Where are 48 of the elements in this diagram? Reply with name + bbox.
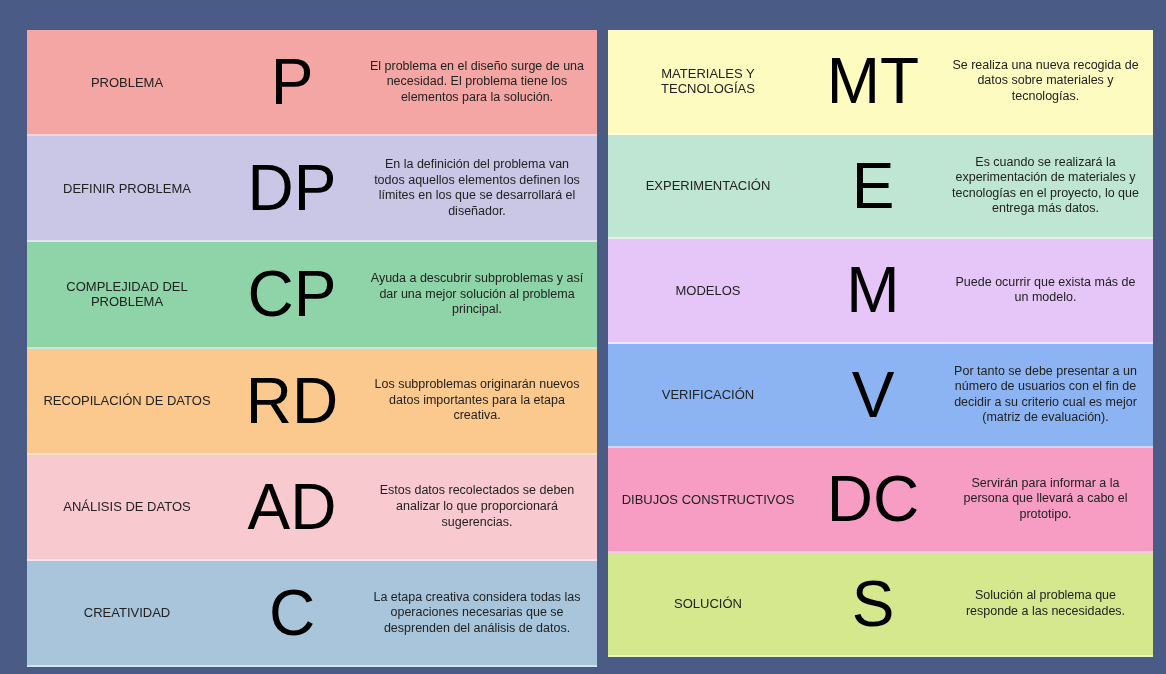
stage-band — [608, 343, 1153, 448]
stage-name: MODELOS — [675, 282, 741, 298]
stage-description: Solución al problema que responde a las necesidades. — [964, 588, 1127, 620]
stage-abbreviation: V — [851, 362, 895, 427]
stage-description: Servirán para informar a la persona que llevará a cabo el prototipo. — [962, 475, 1129, 523]
stage-description: El problema en el diseño surge de una necesidad. El problema tiene los elementos para la solución. — [369, 58, 585, 106]
stage-description: Estos datos recolectados se deben analizar lo que proporcionará sugerencias. — [378, 483, 576, 531]
stage-band — [608, 30, 1153, 135]
stage-name: CREATIVIDAD — [83, 605, 171, 621]
stage-name: MATERIALES Y TECNOLOGÍAS — [660, 66, 756, 97]
stage-name: EXPERIMENTACIÓN — [645, 178, 771, 194]
stage-abbreviation: AD — [247, 474, 337, 539]
stage-abbreviation: RD — [245, 368, 339, 433]
stage-abbreviation: CP — [247, 262, 337, 327]
stage-name: DIBUJOS CONSTRUCTIVOS — [621, 491, 795, 507]
stage-band — [27, 348, 597, 455]
stage-name: DEFINIR PROBLEMA — [63, 180, 191, 196]
stage-description: Puede ocurrir que exista más de un modelo. — [954, 274, 1137, 306]
stage-band — [27, 30, 597, 137]
stage-band — [608, 552, 1153, 657]
stage-abbreviation: C — [268, 580, 316, 645]
stage-band — [608, 134, 1153, 239]
stage-name: VERIFICACIÓN — [661, 387, 755, 403]
stage-name: ANÁLISIS DE DATOS — [63, 499, 191, 515]
stage-band — [608, 239, 1153, 344]
stage-description: Se realiza una nueva recogida de datos sobre materiales y tecnologías. — [951, 57, 1140, 105]
stage-abbreviation: DC — [826, 467, 920, 532]
stage-description: Ayuda a descubrir subproblemas y así dar una mejor solución al problema principal. — [369, 271, 585, 318]
stage-abbreviation: E — [851, 153, 895, 218]
stage-band — [27, 454, 597, 561]
stage-description: La etapa creativa considera todas las operaciones necesarias que se desprenden del análisis de datos. — [372, 589, 582, 637]
stage-name: RECOPILACIÓN DE DATOS — [43, 393, 211, 409]
stage-name: SOLUCIÓN — [674, 596, 742, 612]
stage-band — [27, 136, 597, 243]
stage-description: Los subproblemas originarán nuevos datos importantes para la etapa creativa. — [373, 377, 581, 425]
stage-abbreviation: S — [851, 571, 895, 636]
stage-abbreviation: M — [846, 258, 900, 323]
stage-band — [608, 448, 1153, 553]
stage-description: En la definición del problema van todos aquellos elementos definen los límites en los que se desarrollará el diseñador. — [373, 157, 581, 220]
stage-abbreviation: DP — [247, 156, 337, 221]
stage-band — [27, 560, 597, 668]
stage-description: Es cuando se realizará la experimentación de materiales y tecnologías en el proyecto, lo que entrega más datos. — [951, 154, 1140, 217]
stage-name: PROBLEMA — [90, 74, 164, 90]
stage-abbreviation: P — [270, 50, 314, 115]
stage-abbreviation: MT — [826, 49, 920, 114]
stage-description: Por tanto se debe presentar a un número de usuarios con el fin de decidir a su criterio cual es mejor (matriz de evaluación). — [953, 363, 1138, 426]
stage-name: COMPLEJIDAD DEL PROBLEMA — [65, 279, 189, 310]
stage-band — [27, 242, 597, 349]
